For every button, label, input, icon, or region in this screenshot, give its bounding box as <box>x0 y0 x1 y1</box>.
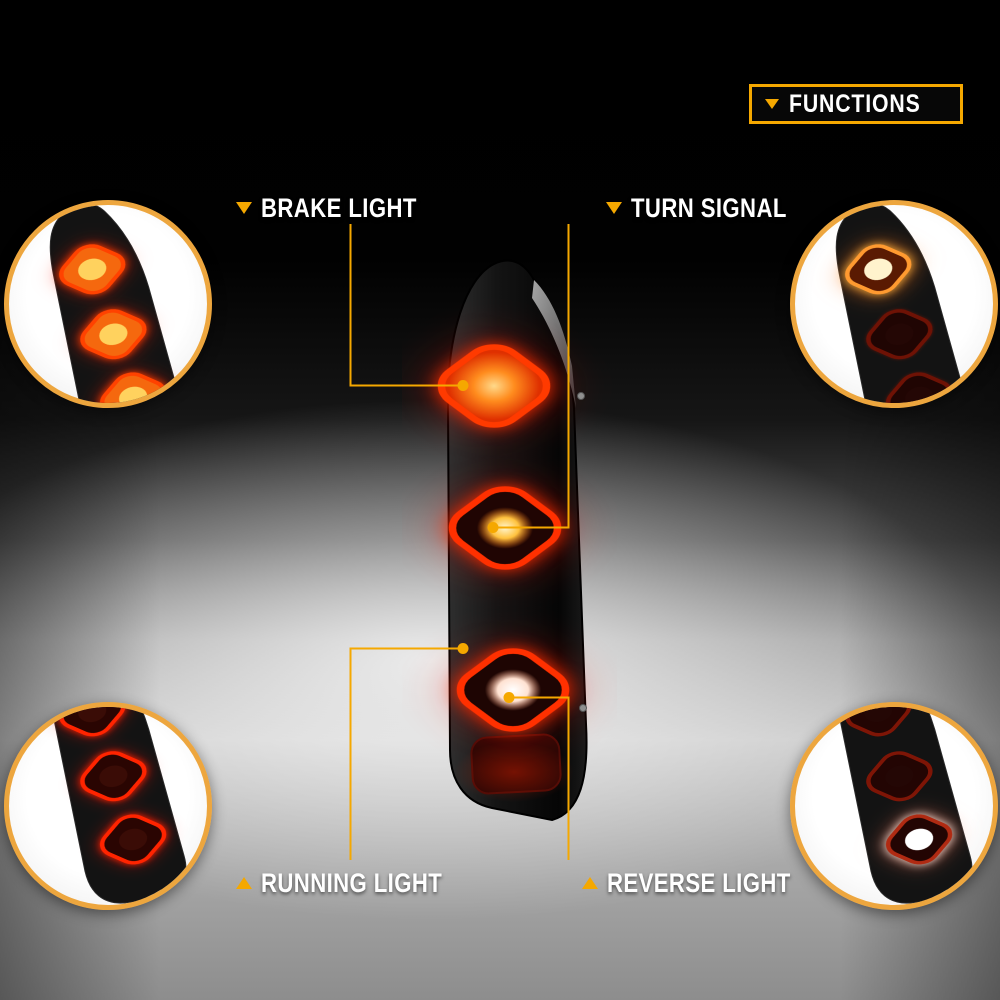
inset-photo-frame <box>795 707 993 905</box>
callout-label-brake: BRAKE LIGHT <box>236 193 451 223</box>
inset-photo-frame <box>795 205 993 403</box>
callout-label-text: TURN SIGNAL <box>631 192 787 223</box>
inset-photo-frame <box>9 707 207 905</box>
screw-icon <box>579 704 587 712</box>
inset-lamp-graphic <box>835 205 973 403</box>
callout-label-text: REVERSE LIGHT <box>607 867 791 898</box>
callout-label-text: RUNNING LIGHT <box>261 867 443 898</box>
inset-lamp-graphic <box>49 205 187 403</box>
screw-icon <box>577 392 585 400</box>
triangle-down-icon <box>606 202 622 214</box>
triangle-down-icon <box>765 99 780 109</box>
callout-label-turn: TURN SIGNAL <box>606 193 821 223</box>
inset-photo-brake <box>4 200 212 408</box>
inset-photo-turn <box>790 200 998 408</box>
inset-lamp-graphic <box>49 707 187 904</box>
callout-label-running: RUNNING LIGHT <box>236 868 482 898</box>
badge-label: FUNCTIONS <box>789 89 921 118</box>
functions-badge: FUNCTIONS <box>749 84 963 124</box>
callout-label-text: BRAKE LIGHT <box>261 192 417 223</box>
triangle-down-icon <box>236 202 252 214</box>
inset-lamp-graphic <box>835 707 973 904</box>
inset-photo-reverse <box>790 702 998 910</box>
inset-photo-frame <box>9 205 207 403</box>
tail-lamp-graphic <box>437 259 588 822</box>
callout-label-reverse: REVERSE LIGHT <box>582 868 831 898</box>
inset-photo-running <box>4 702 212 910</box>
triangle-up-icon <box>582 877 598 889</box>
triangle-up-icon <box>236 877 252 889</box>
tail-lamp-photo <box>402 256 617 851</box>
